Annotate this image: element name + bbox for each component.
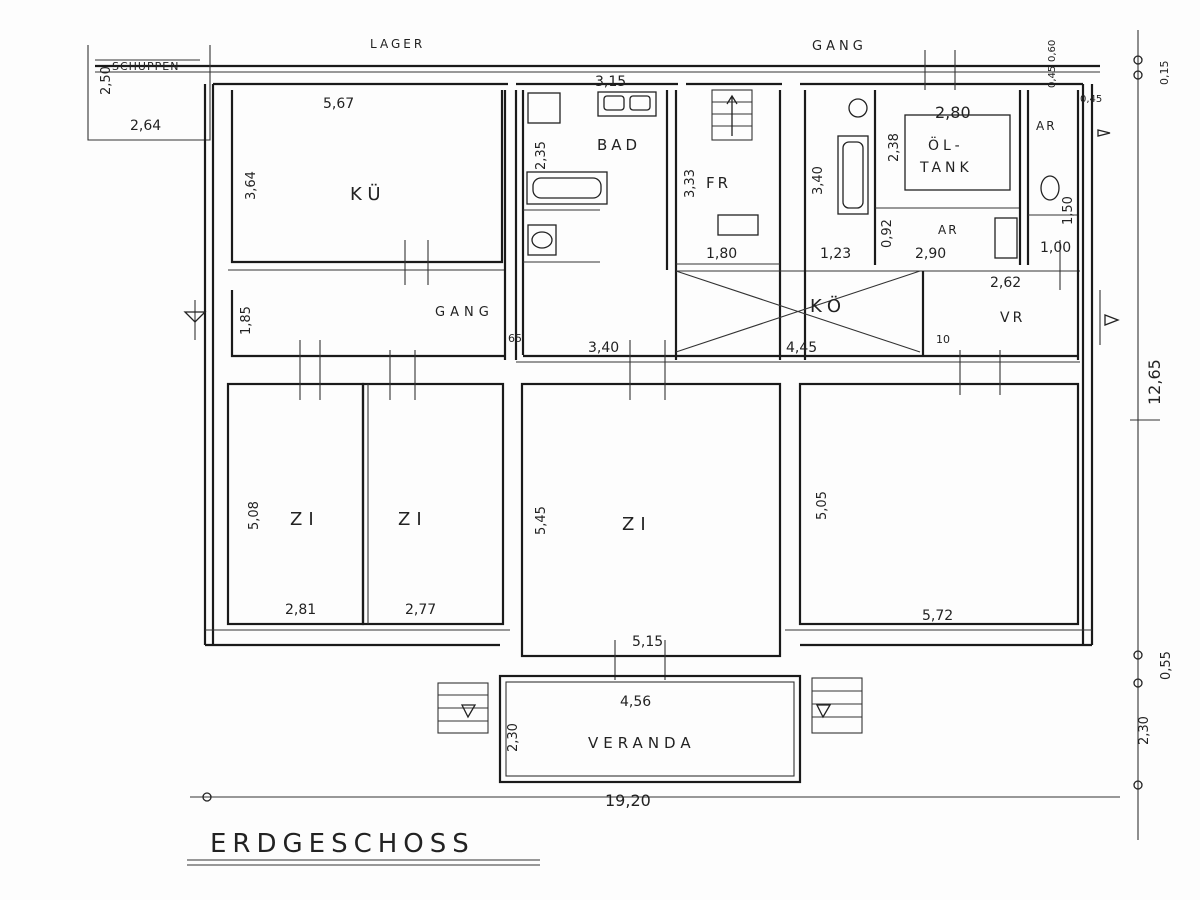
label-oeltank-1: ÖL- (928, 136, 964, 154)
label-schuppen: SCHUPPEN (112, 60, 179, 73)
top-gang-line (95, 64, 1100, 73)
dim-230a: 2,30 (506, 723, 521, 752)
dim-315: 3,15 (595, 74, 626, 90)
dim-180: 1,80 (706, 246, 737, 262)
label-ar-mid: AR (938, 223, 959, 237)
dim-092: 0,92 (880, 219, 895, 248)
dim-505: 5,05 (815, 491, 830, 520)
dim-100: 1,00 (1040, 240, 1071, 256)
bad-cabinet (527, 92, 561, 124)
dim-545: 5,45 (534, 506, 549, 535)
label-zi-3: ZI (622, 514, 652, 535)
dim-060: 0,60 (1047, 40, 1058, 62)
label-bad: BAD (597, 136, 641, 154)
wc-right (1040, 175, 1060, 201)
dim-364: 3,64 (244, 171, 259, 200)
boiler-circle (848, 98, 868, 118)
dim-230b: 2,30 (1137, 716, 1152, 745)
dim-055: 0,55 (1159, 651, 1174, 680)
dim-340h: 3,40 (588, 340, 619, 356)
dim-238: 2,38 (887, 133, 902, 162)
dimension-lines (190, 30, 1160, 840)
dim-277: 2,77 (405, 602, 436, 618)
dim-185: 1,85 (239, 306, 254, 335)
label-gang-top: GANG (812, 39, 867, 54)
shower-right (837, 135, 869, 215)
sinks-ar (994, 217, 1018, 259)
dim-515: 5,15 (632, 634, 663, 650)
wc-bad (527, 224, 557, 256)
stairs-fr (711, 89, 753, 141)
dim-015: 0,15 (1158, 61, 1171, 86)
dim-264: 2,64 (130, 118, 161, 134)
label-veranda: VERANDA (588, 734, 696, 752)
label-zi-2: ZI (398, 509, 428, 530)
dim-290: 2,90 (915, 246, 946, 262)
dim-010: 10 (936, 333, 950, 346)
label-gang-mid: GANG (435, 305, 494, 320)
dim-445: 4,45 (786, 340, 817, 356)
dim-508: 5,08 (247, 501, 262, 530)
dim-340v: 3,40 (811, 166, 826, 195)
schuppen-outline (87, 45, 211, 141)
oeltank-box (904, 114, 1011, 191)
label-lager: LAGER (370, 37, 425, 51)
label-koe: KÖ (810, 295, 847, 317)
washbasin-bad (597, 91, 657, 117)
veranda-outline (498, 674, 802, 784)
label-kueche: KÜ (350, 183, 387, 205)
opening-marks (194, 50, 1101, 680)
label-vr: VR (1000, 310, 1025, 326)
label-zi-1: ZI (290, 509, 320, 530)
dim-045b: 0,45 (1080, 94, 1102, 105)
dim-123: 1,23 (820, 246, 851, 262)
dim-1265: 12,65 (1145, 359, 1164, 405)
dim-456: 4,56 (620, 694, 651, 710)
marker-arrows (183, 129, 1120, 719)
dim-280: 2,80 (935, 103, 971, 122)
interior-walls (205, 90, 1092, 658)
dim-235: 2,35 (534, 141, 549, 170)
dim-572: 5,72 (922, 608, 953, 624)
dim-567: 5,67 (323, 96, 354, 112)
fr-fixture (717, 214, 759, 236)
dim-045a: 0,45 (1047, 66, 1058, 88)
bathtub (526, 171, 608, 205)
stairs-right-veranda (811, 677, 863, 734)
dim-281: 2,81 (285, 602, 316, 618)
label-ar-top: AR (1036, 119, 1057, 133)
drawing-title: ERDGESCHOSS (210, 829, 475, 859)
label-oeltank-2: TANK (919, 160, 973, 176)
dim-065: 65 (508, 332, 522, 345)
dim-150: 1,50 (1061, 196, 1076, 225)
dim-333: 3,33 (683, 169, 698, 198)
exterior-walls (203, 82, 1094, 647)
label-fr: FR (706, 174, 731, 192)
dim-1920: 19,20 (605, 791, 651, 810)
dim-262: 2,62 (990, 275, 1021, 291)
stair-void-cross (675, 270, 921, 353)
dim-250: 2,50 (99, 66, 114, 95)
